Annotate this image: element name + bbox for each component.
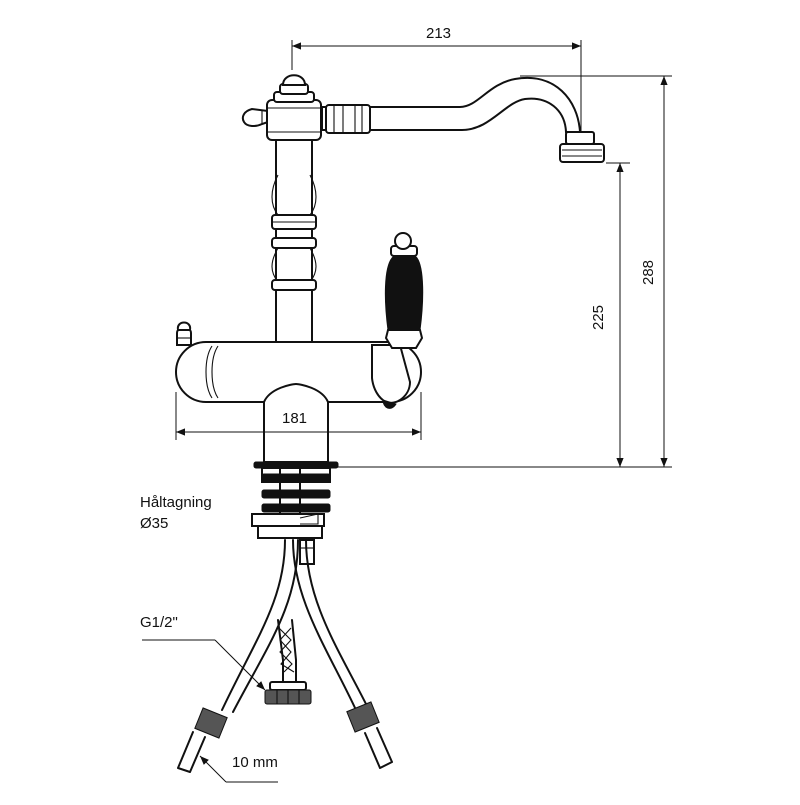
dimension-213-label: 213 xyxy=(426,25,452,42)
porcelain-handle-icon xyxy=(384,232,424,349)
dimension-288 xyxy=(338,75,672,468)
hose-braided xyxy=(264,619,312,705)
hose-left xyxy=(177,539,299,773)
hose-diameter-label: 10 mm xyxy=(232,754,278,771)
hose-right xyxy=(292,539,393,769)
dimension-181 xyxy=(175,392,422,440)
left-lever-icon xyxy=(176,321,192,346)
faucet-head xyxy=(241,74,322,141)
faucet-body xyxy=(175,341,422,463)
spout xyxy=(321,76,605,163)
mounting-kit xyxy=(251,461,339,565)
dimension-225 xyxy=(606,162,630,467)
hole-diameter-label: Ø35 xyxy=(140,515,169,532)
thread-leader xyxy=(142,639,266,691)
dimension-225-label: 225 xyxy=(590,304,607,330)
hole-title-label: Håltagning xyxy=(140,494,212,511)
column xyxy=(271,139,317,346)
thread-label: G1/2" xyxy=(140,614,178,631)
hose-diameter-leader xyxy=(199,755,278,783)
dimension-181-label: 181 xyxy=(282,410,308,427)
dimension-288-label: 288 xyxy=(640,259,657,285)
dimension-213 xyxy=(291,40,582,132)
